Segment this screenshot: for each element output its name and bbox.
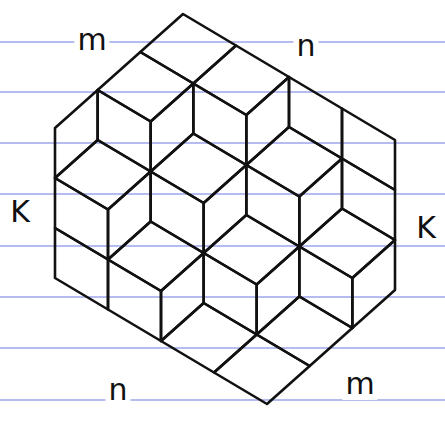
side-length-label: K bbox=[413, 212, 439, 244]
side-length-label: K bbox=[7, 196, 33, 228]
lozenge-tile bbox=[204, 253, 257, 335]
lozenge-tile bbox=[55, 228, 108, 310]
lozenge-tile bbox=[246, 77, 289, 165]
lozenge-tile bbox=[299, 159, 342, 247]
side-length-label: m bbox=[342, 368, 377, 400]
side-length-label: n bbox=[105, 374, 130, 406]
lozenge-tile bbox=[289, 77, 342, 159]
lozenge-tile bbox=[193, 46, 289, 116]
lozenge-tile bbox=[108, 222, 204, 292]
ruled-line bbox=[0, 193, 445, 194]
lozenge-tile bbox=[299, 247, 352, 329]
lozenge-tile bbox=[151, 84, 194, 172]
lozenge-tile bbox=[257, 297, 353, 367]
lozenge-tiling bbox=[55, 14, 395, 404]
ruled-line bbox=[0, 142, 445, 143]
ruled-line bbox=[0, 41, 445, 42]
lozenge-tile bbox=[204, 165, 247, 253]
lozenge-tile bbox=[161, 303, 257, 373]
lozenge-tile bbox=[214, 335, 310, 405]
lozenge-tile bbox=[98, 90, 151, 172]
lozenge-tile bbox=[342, 109, 395, 191]
lozenge-tile bbox=[151, 134, 247, 204]
lozenge-tile bbox=[140, 14, 236, 84]
ruled-line bbox=[0, 347, 445, 348]
side-length-label: n bbox=[293, 30, 318, 62]
ruled-line bbox=[0, 245, 445, 246]
lozenge-tile bbox=[108, 172, 151, 260]
side-length-label: m bbox=[74, 24, 109, 56]
lozenge-tile bbox=[299, 209, 395, 279]
lozenge-tile bbox=[246, 127, 342, 197]
lozenge-tile bbox=[193, 84, 246, 166]
lozenge-tile bbox=[55, 140, 151, 210]
ruled-line bbox=[0, 296, 445, 297]
lozenge-tile bbox=[55, 178, 108, 260]
lozenge-tile bbox=[161, 253, 204, 341]
lozenge-tile bbox=[98, 52, 194, 122]
lozenge-tile bbox=[108, 260, 161, 342]
ruled-lines bbox=[0, 42, 445, 400]
lozenge-tile bbox=[246, 165, 299, 247]
lozenge-tile bbox=[151, 172, 204, 254]
lozenge-tile bbox=[257, 247, 300, 335]
ruled-line bbox=[0, 91, 445, 92]
lozenge-tile bbox=[204, 215, 300, 285]
lozenge-tile bbox=[352, 240, 395, 328]
ruled-line bbox=[0, 399, 445, 400]
lozenge-tile bbox=[342, 159, 395, 241]
lozenge-tile bbox=[55, 90, 98, 178]
